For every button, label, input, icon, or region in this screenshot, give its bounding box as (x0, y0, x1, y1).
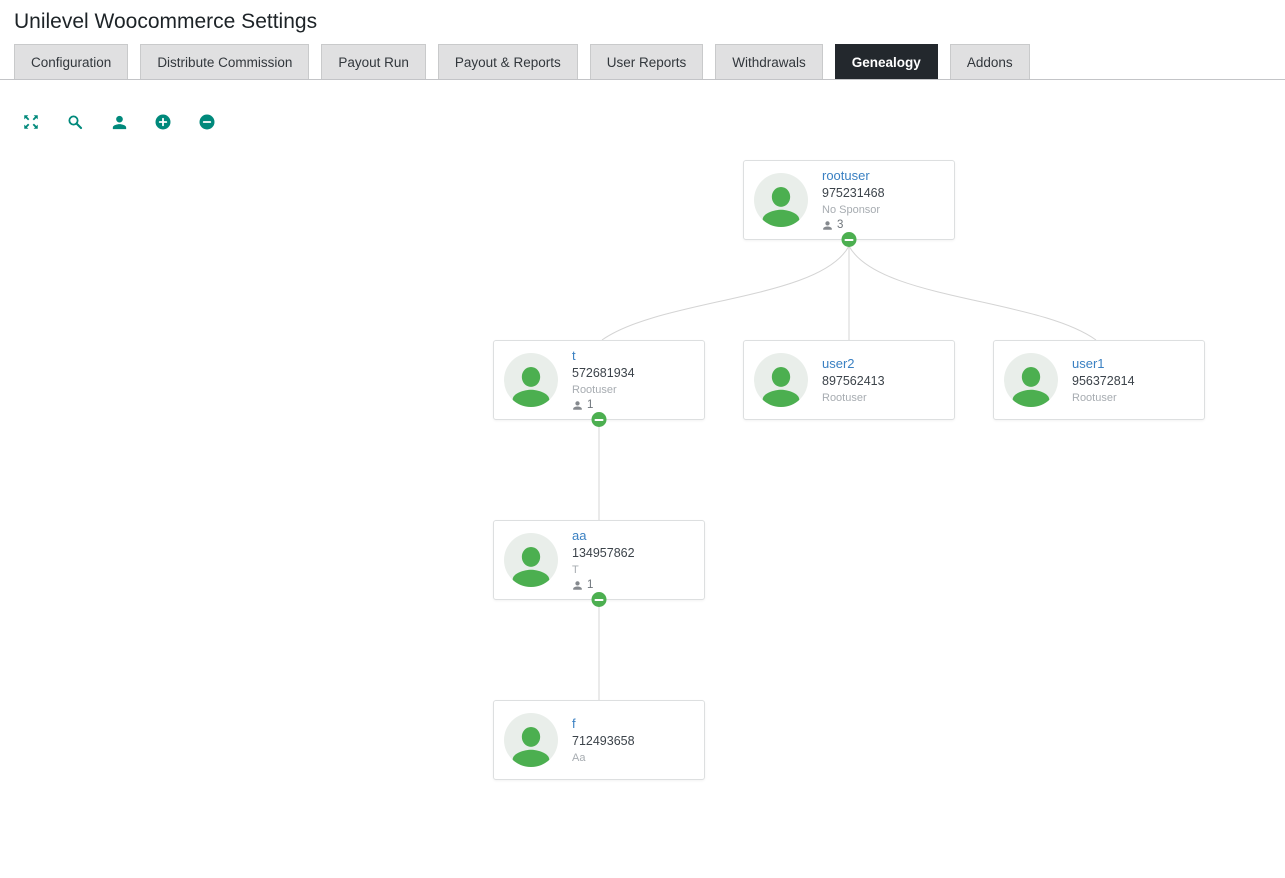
collapse-toggle-icon[interactable] (841, 232, 857, 247)
downline-person-icon (823, 221, 832, 230)
node-info: user1 956372814 Rootuser (1072, 355, 1135, 406)
fullscreen-button[interactable] (22, 113, 40, 131)
collapse-toggle-icon[interactable] (591, 592, 607, 607)
node-sponsor: T (572, 564, 579, 576)
node-user-id: 975231468 (822, 186, 885, 200)
person-icon (762, 187, 800, 227)
node-info: t 572681934 Rootuser 1 (572, 347, 635, 413)
node-username[interactable]: user2 (822, 355, 855, 371)
tab-configuration[interactable]: Configuration (14, 44, 129, 79)
node-user-id: 897562413 (822, 373, 885, 388)
node-info: f 712493658 Aa (572, 715, 635, 766)
node-username[interactable]: t (572, 348, 576, 363)
minus-circle-icon (199, 114, 215, 130)
zoom-in-button[interactable] (154, 113, 172, 131)
tree-node-f[interactable]: f 712493658 Aa (493, 700, 705, 780)
node-info: aa 134957862 T 1 (572, 527, 635, 593)
downline-person-icon (573, 581, 582, 590)
node-user-id: 712493658 (572, 733, 635, 748)
collapse-toggle-icon[interactable] (591, 412, 607, 427)
person-icon (512, 367, 550, 407)
node-sponsor: Rootuser (1072, 391, 1117, 404)
node-sponsor: Rootuser (822, 391, 867, 404)
downline-count-value: 1 (587, 399, 594, 411)
node-downline-count: 3 (822, 218, 885, 233)
tree-node-user1[interactable]: user1 956372814 Rootuser (993, 340, 1205, 420)
avatar (754, 353, 808, 407)
downline-count-value: 1 (587, 579, 594, 591)
tab-genealogy[interactable]: Genealogy (834, 44, 938, 79)
node-info: rootuser 975231468 No Sponsor 3 (822, 167, 885, 233)
user-icon (112, 115, 126, 129)
search-icon (68, 115, 83, 130)
person-icon (512, 547, 550, 587)
node-user-id: 134957862 (572, 546, 635, 560)
avatar (504, 353, 558, 407)
node-username[interactable]: user1 (1072, 355, 1105, 371)
node-user-id: 572681934 (572, 366, 635, 380)
avatar (504, 713, 558, 767)
tree-node-rootuser[interactable]: rootuser 975231468 No Sponsor 3 (743, 160, 955, 247)
genealogy-tree: rootuser 975231468 No Sponsor 3 t 572681… (0, 140, 1285, 860)
avatar (754, 173, 808, 227)
plus-circle-icon (155, 114, 171, 130)
node-username[interactable]: aa (572, 528, 587, 543)
page-title: Unilevel Woocommerce Settings (14, 10, 318, 33)
node-sponsor: Aa (572, 751, 586, 764)
downline-person-icon (573, 401, 582, 410)
user-button[interactable] (110, 113, 128, 131)
downline-count-value: 3 (837, 219, 844, 231)
node-downline-count: 1 (572, 578, 635, 593)
tree-node-aa[interactable]: aa 134957862 T 1 (493, 520, 705, 607)
zoom-out-button[interactable] (198, 113, 216, 131)
node-info: user2 897562413 Rootuser (822, 355, 885, 406)
tab-withdrawals[interactable]: Withdrawals (715, 44, 823, 79)
tab-payout-reports[interactable]: Payout & Reports (437, 44, 578, 79)
node-sponsor: No Sponsor (822, 204, 881, 216)
search-button[interactable] (66, 113, 84, 131)
settings-tabs: Configuration Distribute Commission Payo… (0, 44, 1285, 80)
node-username[interactable]: rootuser (822, 168, 870, 183)
person-icon (1012, 367, 1050, 407)
expand-icon (24, 115, 38, 129)
person-icon (762, 367, 800, 407)
avatar (1004, 353, 1058, 407)
node-user-id: 956372814 (1072, 373, 1135, 388)
tab-distribute-commission[interactable]: Distribute Commission (140, 44, 310, 79)
tree-node-user2[interactable]: user2 897562413 Rootuser (743, 340, 955, 420)
tree-node-t[interactable]: t 572681934 Rootuser 1 (493, 340, 705, 427)
node-downline-count: 1 (572, 398, 635, 413)
person-icon (512, 727, 550, 767)
tab-addons[interactable]: Addons (949, 44, 1030, 79)
node-username[interactable]: f (572, 715, 576, 731)
node-sponsor: Rootuser (572, 384, 617, 396)
tab-user-reports[interactable]: User Reports (589, 44, 704, 79)
avatar (504, 533, 558, 587)
tab-payout-run[interactable]: Payout Run (321, 44, 426, 79)
genealogy-toolbar (22, 112, 1285, 132)
